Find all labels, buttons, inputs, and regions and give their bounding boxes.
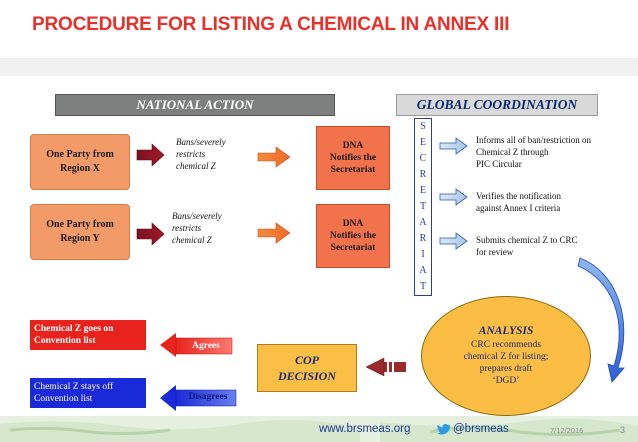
arrow-disagrees	[160, 385, 237, 411]
stays-off-list-box: Chemical Z stays off Convention list	[30, 378, 146, 408]
secretariat-letter: T	[419, 281, 427, 292]
arrow-party-x	[136, 143, 165, 167]
arrow-task-1	[439, 137, 468, 155]
arrow-party-y	[136, 222, 165, 246]
secretariat-letter: A	[419, 217, 427, 228]
party-x-action-text: Bans/severely restricts chemical Z	[176, 137, 226, 171]
secretariat-letter: R	[419, 233, 427, 244]
slide-title: PROCEDURE FOR LISTING A CHEMICAL IN ANNE…	[32, 14, 510, 35]
party-region-y-label: One Party from Region Y	[46, 219, 114, 244]
disagrees-arrow-label: Disagrees	[188, 392, 228, 402]
secretariat-letter: E	[419, 185, 427, 196]
footer-website[interactable]: www.brsmeas.org	[319, 423, 411, 435]
arrow-to-dna-2	[257, 222, 291, 244]
arrow-agrees	[160, 333, 233, 357]
party-y-action-text: Bans/severely restricts chemical Z	[172, 211, 222, 245]
cop-label: COP	[295, 353, 319, 367]
arrow-task-2	[439, 188, 468, 206]
global-coordination-header: GLOBAL COORDINATION	[396, 94, 598, 116]
cop-decision-box: COP DECISION	[257, 344, 357, 392]
world-map-decoration	[0, 418, 638, 442]
dna-notifies-box-1: DNA Notifies the Secretariat	[316, 126, 390, 190]
secretariat-letter: C	[419, 153, 427, 164]
dna-notifies-box-2: DNA Notifies the Secretariat	[316, 204, 390, 268]
analysis-oval: ANALYSIS CRC recommends chemical Z for l…	[421, 296, 591, 416]
party-region-x-box: One Party from Region X	[30, 134, 130, 190]
secretariat-box: S E C R E T A R I A T	[414, 118, 432, 296]
goes-on-list-box: Chemical Z goes on Convention list	[30, 320, 146, 350]
task-submits-text: Submits chemical Z to CRC for review	[476, 235, 578, 257]
title-divider-band	[0, 58, 638, 76]
twitter-bird-icon	[436, 422, 451, 435]
task-informs-text: Informs all of ban/restriction on Chemic…	[476, 135, 591, 169]
secretariat-letter: E	[419, 137, 427, 148]
arrow-to-dna-1	[257, 146, 291, 168]
footer-twitter-handle[interactable]: @brsmeas	[453, 423, 509, 435]
party-region-x-label: One Party from Region X	[46, 149, 114, 174]
analysis-body: CRC recommends chemical Z for listing; p…	[463, 340, 549, 386]
arrow-curve-to-analysis	[577, 257, 625, 383]
party-region-y-box: One Party from Region Y	[30, 204, 130, 260]
secretariat-letter: I	[421, 249, 425, 260]
task-verifies-text: Verifies the notification against Annex …	[476, 191, 561, 213]
decision-label: DECISION	[277, 369, 337, 383]
footer-band	[0, 416, 638, 442]
analysis-heading: ANALYSIS	[478, 325, 534, 337]
secretariat-letter: R	[419, 169, 427, 180]
arrow-analysis-to-cop	[365, 357, 406, 377]
secretariat-letter: T	[419, 201, 427, 212]
arrow-task-3	[439, 232, 468, 250]
national-action-header: NATIONAL ACTION	[55, 94, 335, 116]
footer-page-number: 3	[620, 425, 626, 435]
secretariat-letter: A	[419, 265, 427, 276]
secretariat-letter: S	[420, 121, 426, 132]
agrees-arrow-label: Agrees	[192, 341, 220, 351]
footer-date: 7/12/2016	[550, 426, 584, 435]
